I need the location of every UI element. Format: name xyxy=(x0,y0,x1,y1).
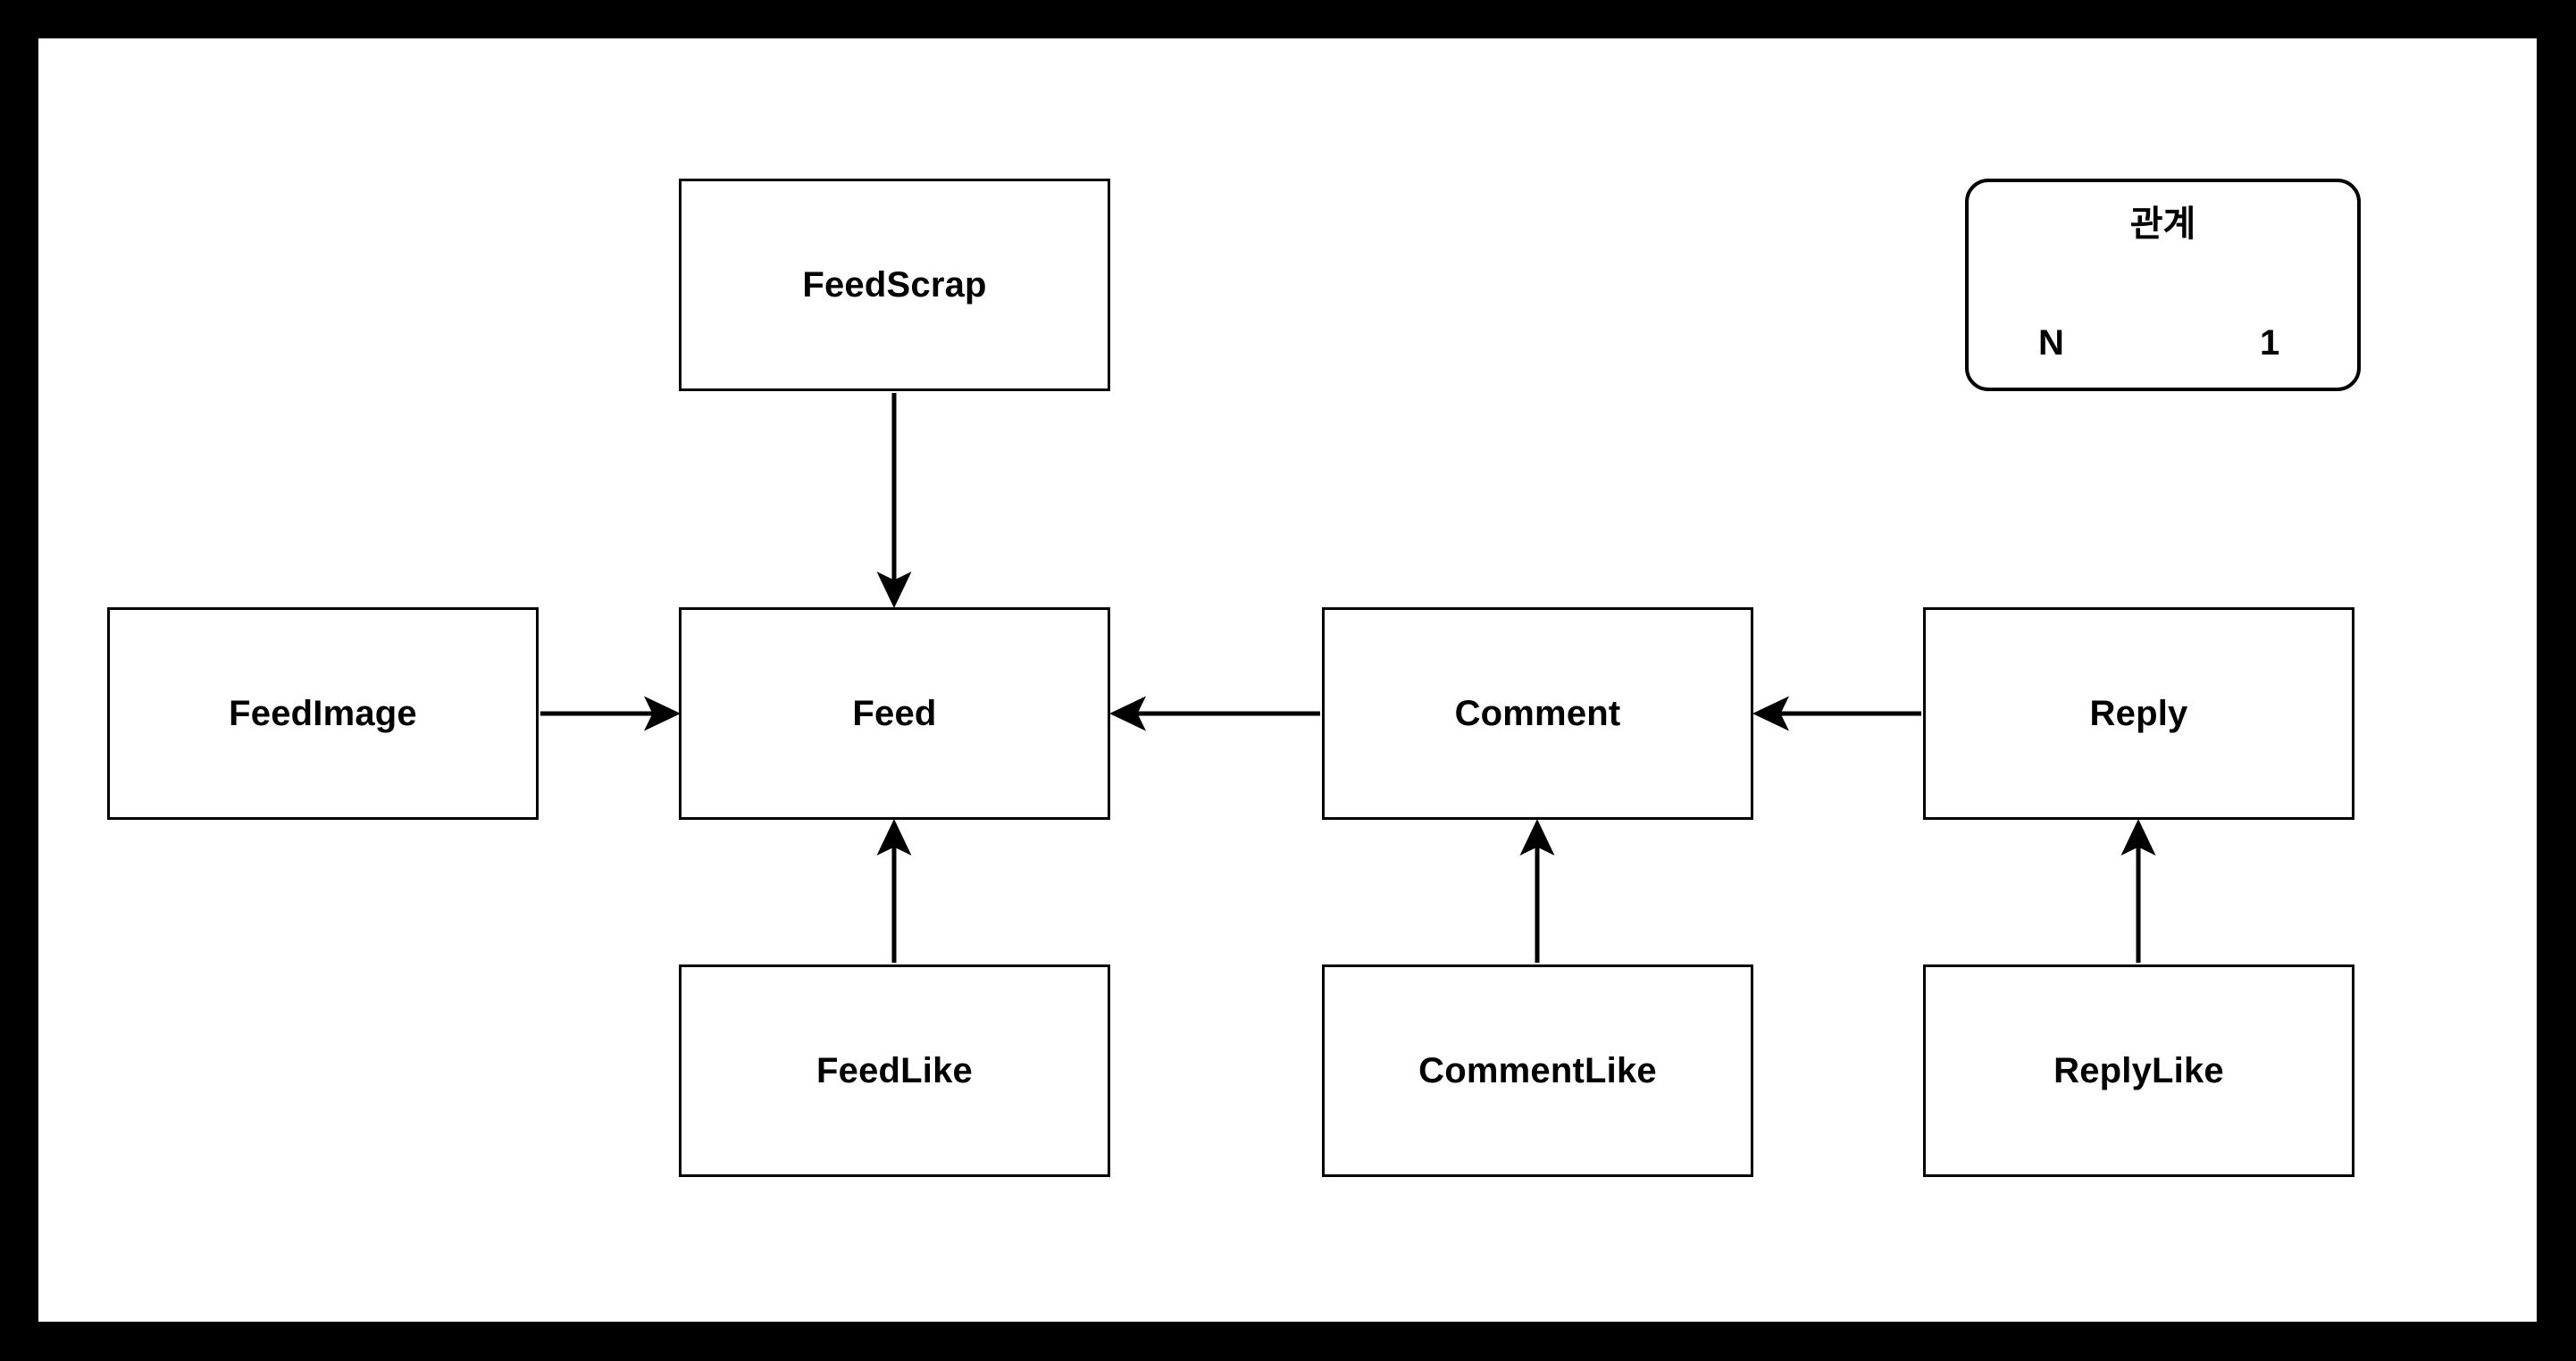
entity-box-feed[interactable]: Feed xyxy=(679,607,1110,820)
entity-box-replylike[interactable]: ReplyLike xyxy=(1923,964,2354,1177)
entity-box-feedscrap[interactable]: FeedScrap xyxy=(679,179,1110,391)
entity-label-replylike: ReplyLike xyxy=(2053,1050,2224,1090)
entity-label-feedscrap: FeedScrap xyxy=(802,264,987,305)
entity-label-feedimage: FeedImage xyxy=(229,693,417,733)
legend-panel: 관계 N 1 xyxy=(1965,179,2361,391)
entity-box-reply[interactable]: Reply xyxy=(1923,607,2354,820)
legend-title: 관계 xyxy=(2129,205,2196,244)
entity-box-comment[interactable]: Comment xyxy=(1322,607,1753,820)
entity-box-commentlike[interactable]: CommentLike xyxy=(1322,964,1753,1177)
entity-box-feedimage[interactable]: FeedImage xyxy=(107,607,539,820)
entity-label-feed: Feed xyxy=(852,693,937,733)
entity-label-comment: Comment xyxy=(1454,693,1621,733)
entity-label-feedlike: FeedLike xyxy=(816,1050,973,1090)
legend-target-cardinality: 1 xyxy=(2260,323,2280,363)
legend-source-cardinality: N xyxy=(2038,323,2064,363)
entity-label-reply: Reply xyxy=(2089,693,2188,733)
entity-label-commentlike: CommentLike xyxy=(1418,1050,1657,1090)
entity-box-feedlike[interactable]: FeedLike xyxy=(679,964,1110,1177)
